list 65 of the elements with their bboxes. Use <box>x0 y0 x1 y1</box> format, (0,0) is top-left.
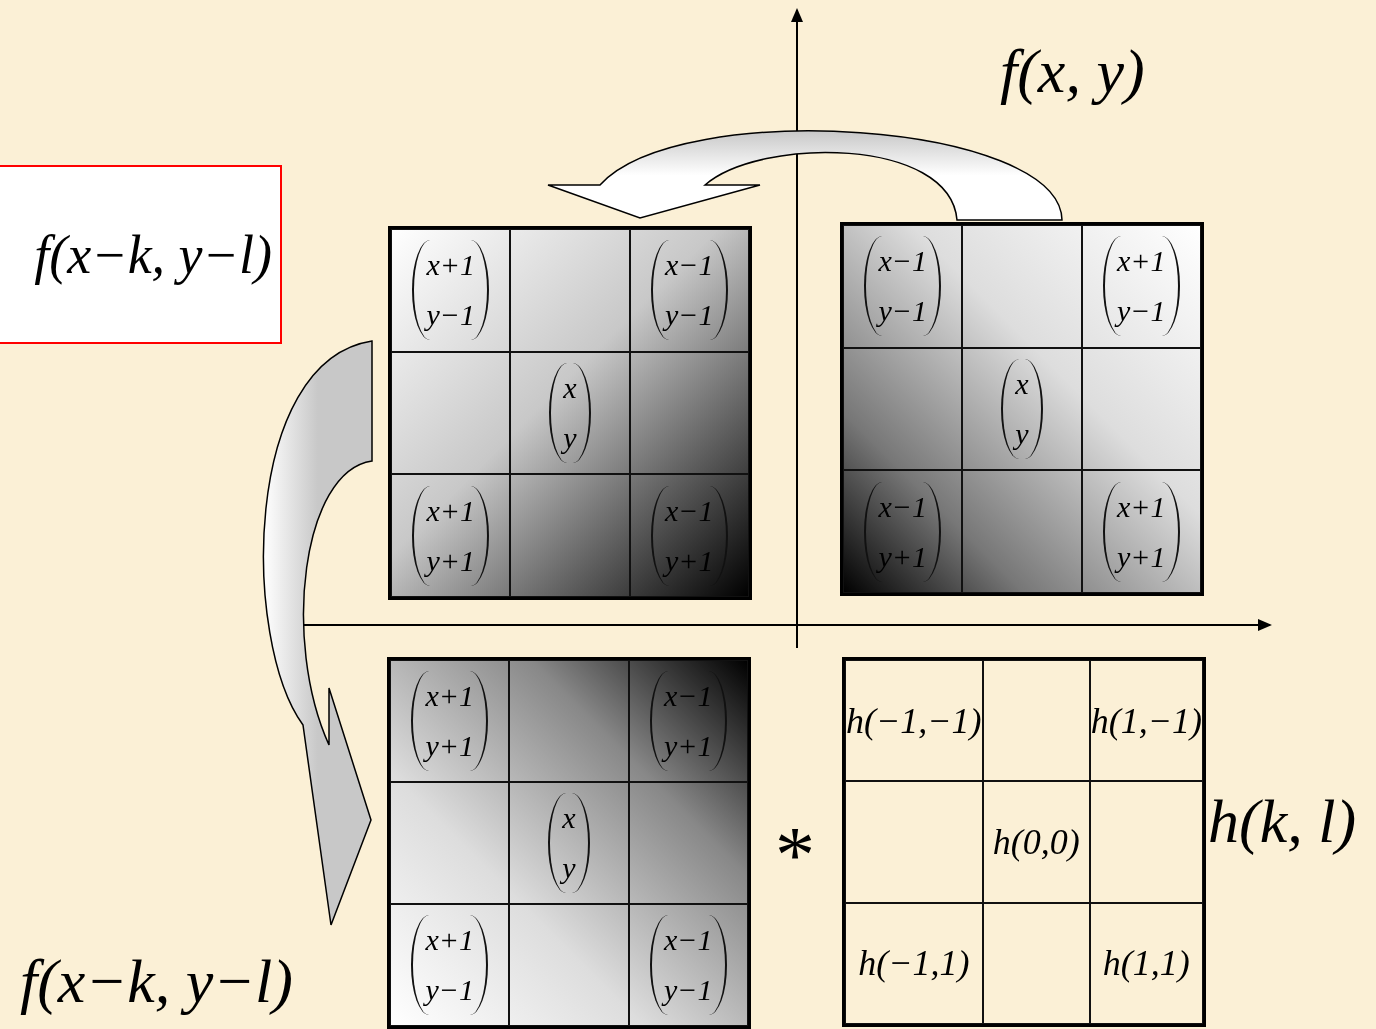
coordinate-vector: x−1 y−1 <box>650 915 727 1015</box>
coordinate-vector: x y <box>1001 359 1043 459</box>
grid-cell <box>1089 660 1203 782</box>
grid-cell <box>390 782 510 904</box>
grid-cell <box>510 351 630 475</box>
kernel-coefficient: h(1,−1) <box>1090 699 1202 742</box>
grid-cell <box>982 660 1090 782</box>
coordinate-vector: x+1 y−1 <box>412 240 489 341</box>
grid-cell <box>845 781 983 903</box>
grid-cell <box>390 660 510 782</box>
grid-cell <box>509 660 629 782</box>
grid-cell <box>982 902 1090 1024</box>
image-grid <box>388 226 752 600</box>
grid-cell <box>390 904 510 1026</box>
grid-cell <box>843 347 963 471</box>
grid-cell <box>1089 781 1203 903</box>
grid-cell <box>391 474 511 597</box>
kernel-coefficient: h(0,0) <box>992 821 1080 863</box>
kernel-coefficient: h(1,1) <box>1102 942 1190 985</box>
grid-cell <box>628 904 748 1026</box>
formula-text: f(x−k, y−l) <box>34 223 272 286</box>
block-arrow <box>262 340 373 926</box>
grid-cell <box>629 474 749 597</box>
formula-box <box>0 165 282 344</box>
grid-cell <box>1081 470 1201 593</box>
coordinate-vector: x−1 y+1 <box>650 671 727 771</box>
coordinate-vector: x+1 y+1 <box>412 485 489 586</box>
coordinate-vector: x−1 y−1 <box>864 236 941 337</box>
coordinate-vector: x+1 y+1 <box>1103 481 1180 582</box>
grid-cell <box>1081 347 1201 471</box>
grid-cell <box>629 229 749 352</box>
image-grid <box>387 657 751 1029</box>
kernel-coefficient: h(−1,1) <box>858 942 970 985</box>
convolution-operator: * <box>775 815 815 895</box>
coordinate-vector: x+1 y−1 <box>1103 236 1180 337</box>
grid-cell <box>510 229 630 352</box>
image-grid <box>840 222 1204 596</box>
coordinate-vector: x+1 y−1 <box>411 915 488 1015</box>
coordinate-vector: x−1 y+1 <box>864 481 941 582</box>
coordinate-vector: x y <box>549 363 591 463</box>
grid-cell <box>391 229 511 352</box>
grid-cell <box>845 902 983 1024</box>
grid-cell <box>982 781 1090 903</box>
grid-cell <box>962 225 1082 348</box>
grid-cell <box>1081 225 1201 348</box>
grid-cell <box>843 225 963 348</box>
grid-cell <box>509 782 629 904</box>
grid-cell <box>628 782 748 904</box>
kernel-grid <box>842 657 1206 1027</box>
grid-cell <box>628 660 748 782</box>
grid-cell <box>629 351 749 475</box>
grid-cell <box>843 470 963 593</box>
grid-cell <box>962 470 1082 593</box>
grid-cell <box>845 660 983 782</box>
coordinate-vector: x y <box>548 793 590 893</box>
coordinate-vector: x−1 y+1 <box>651 485 728 586</box>
grid-cell <box>962 347 1082 471</box>
coordinate-vector: x−1 y−1 <box>651 240 728 341</box>
coordinate-vector: x+1 y+1 <box>411 671 488 771</box>
grid-cell <box>509 904 629 1026</box>
grid-cell <box>510 474 630 597</box>
grid-cell <box>391 351 511 475</box>
block-arrow <box>547 130 1063 221</box>
kernel-coefficient: h(−1,−1) <box>846 699 982 742</box>
grid-cell <box>1089 902 1203 1024</box>
